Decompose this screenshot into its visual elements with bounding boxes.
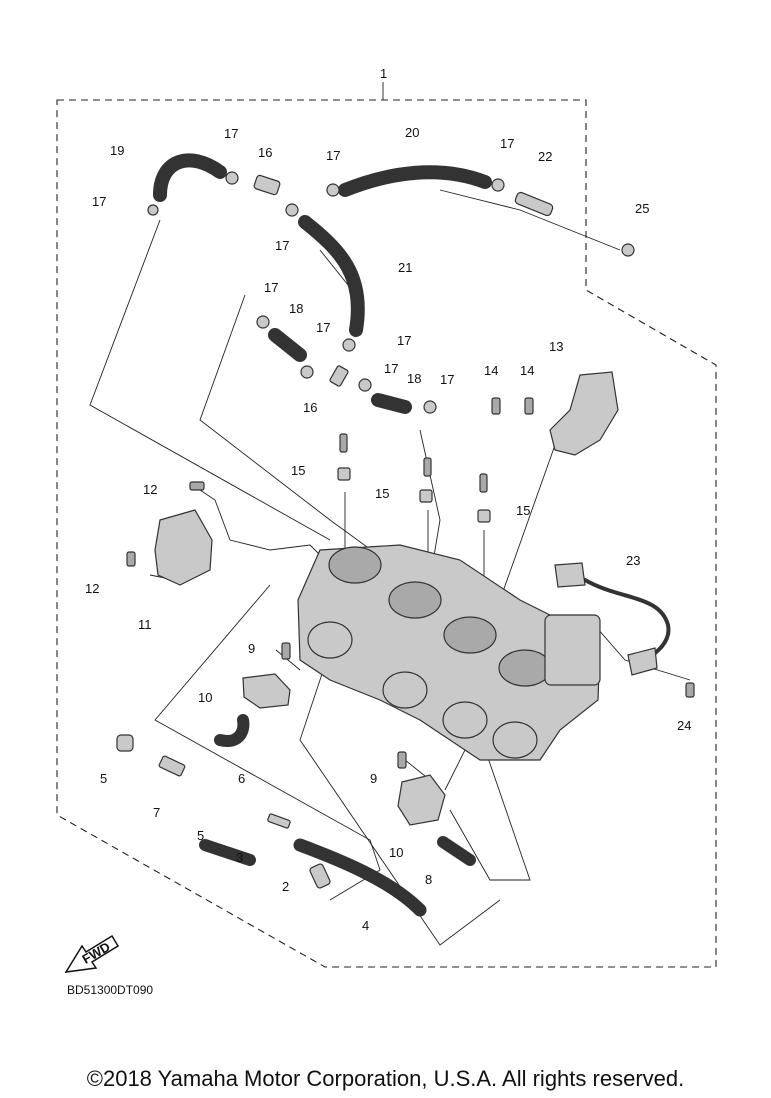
sensors: [154, 371, 658, 826]
callout-17a: 17: [224, 126, 238, 141]
callout-15a: 15: [291, 463, 305, 478]
callout-18a: 18: [289, 301, 303, 316]
callout-5b: 5: [197, 828, 204, 843]
callout-17h: 17: [397, 333, 411, 348]
callout-17e: 17: [500, 136, 514, 151]
sensor-11: [154, 509, 213, 586]
callout-23: 23: [626, 553, 640, 568]
callout-16b: 16: [303, 400, 317, 415]
callout-9a: 9: [248, 641, 255, 656]
fwd-arrow: FWD: [64, 934, 120, 973]
callout-10b: 10: [389, 845, 403, 860]
callout-25: 25: [635, 201, 649, 216]
assembly-boundary: [56, 82, 717, 968]
copyright-notice: ©2018 Yamaha Motor Corporation, U.S.A. A…: [86, 1066, 685, 1091]
callout-10a: 10: [198, 690, 212, 705]
callout-13: 13: [549, 339, 563, 354]
callout-24: 24: [677, 718, 691, 733]
callout-4: 4: [362, 918, 369, 933]
callout-5a: 5: [100, 771, 107, 786]
callout-16a: 16: [258, 145, 272, 160]
callout-12b: 12: [85, 581, 99, 596]
callout-17i: 17: [384, 361, 398, 376]
hoses: [153, 153, 671, 917]
throttle-body: [297, 544, 601, 761]
callout-14b: 14: [520, 363, 534, 378]
callout-8: 8: [425, 872, 432, 887]
callout-17b: 17: [326, 148, 340, 163]
callout-9b: 9: [370, 771, 377, 786]
callout-7: 7: [153, 805, 160, 820]
callout-18b: 18: [407, 371, 421, 386]
callout-17c: 17: [92, 194, 106, 209]
solenoid-10b: [397, 774, 446, 826]
callout-17g: 17: [316, 320, 330, 335]
callout-21: 21: [398, 260, 412, 275]
diagram-code: BD51300DT090: [67, 983, 154, 997]
callout-12a: 12: [143, 482, 157, 497]
callout-3: 3: [236, 850, 243, 865]
screws: [126, 397, 695, 769]
fittings: [116, 171, 635, 889]
callout-15c: 15: [516, 503, 530, 518]
callout-22: 22: [538, 149, 552, 164]
callout-20: 20: [405, 125, 419, 140]
callouts: 1 2 3 4 5 5 6 7 8 9 9 10 10 11 12 12 13 …: [85, 66, 691, 933]
callout-17f: 17: [264, 280, 278, 295]
leader-lines: [89, 189, 691, 946]
callout-15b: 15: [375, 486, 389, 501]
callout-1: 1: [380, 66, 387, 81]
solenoid-10a: [242, 673, 291, 709]
callout-14a: 14: [484, 363, 498, 378]
parts-diagram: FWD 1 2 3 4 5 5 6 7 8 9 9 10 10 11 12 12…: [56, 66, 717, 973]
connector-23: [554, 562, 586, 588]
callout-6: 6: [238, 771, 245, 786]
sensor-13: [549, 371, 619, 456]
callout-11: 11: [138, 617, 152, 632]
callout-17d: 17: [275, 238, 289, 253]
connector-23b: [627, 647, 658, 676]
callout-2: 2: [282, 879, 289, 894]
callout-17j: 17: [440, 372, 454, 387]
callout-19: 19: [110, 143, 124, 158]
